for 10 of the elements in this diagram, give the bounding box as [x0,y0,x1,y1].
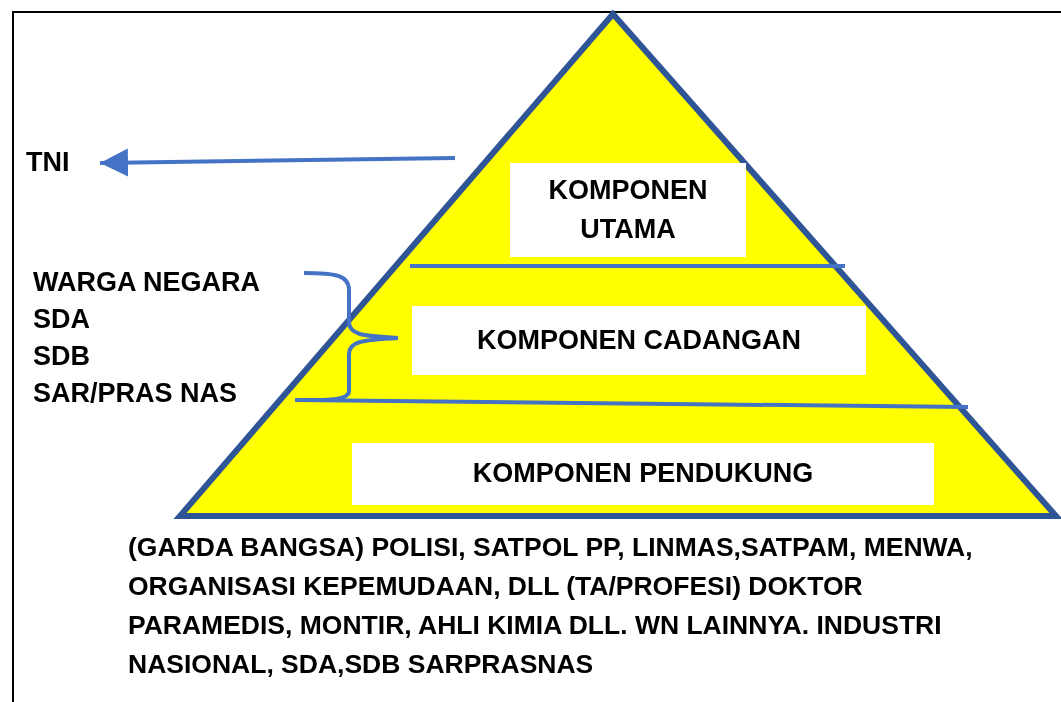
text-label: TNI [26,143,88,183]
layer-label-box: KOMPONEN CADANGAN [412,306,866,375]
arrow [99,148,456,177]
side-label: SDA [33,303,90,336]
layer-label-box: KOMPONEN PENDUKUNG [352,443,934,505]
side-label: SAR/PRAS NAS [33,377,238,410]
layer-label-box: KOMPONEN UTAMA [510,163,746,257]
description-text: (GARDA BANGSA) POLISI, SATPOL PP, LINMAS,SATPAM, MENWA, ORGANISASI KEPEMUDAAN, DLL (TA/PROFESI) DOKTOR PARAMEDIS, MONTIR, AHLI KIMIA DLL. WN LAINNYA. INDUSTRI NASIONAL, SDA,SDB SARPRASNAS [128,531,974,681]
side-label: SDB [33,340,90,373]
side-label: WARGA NEGARA [33,266,260,299]
